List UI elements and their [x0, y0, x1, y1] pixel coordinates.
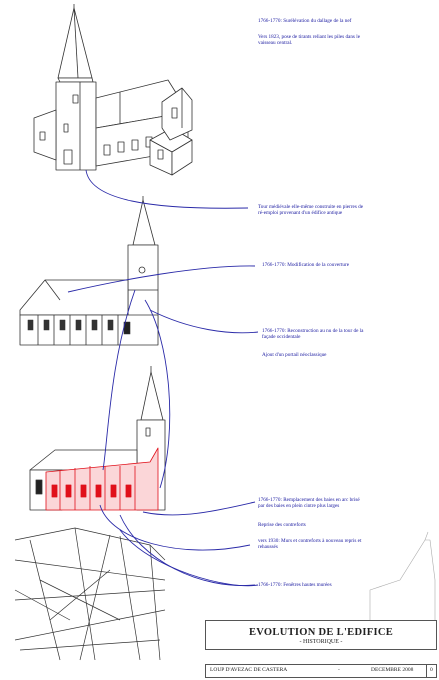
annotation-medieval-tower: Tour médiévale elle-même construite en p… — [258, 204, 433, 217]
annotation-text: Vers 1823, pose de tirants reliant les p… — [258, 34, 360, 40]
annotation-text: 1766-1770: Fenêtres hautes murées — [258, 582, 332, 588]
annotation-tie-rods: Vers 1823, pose de tirants reliant les p… — [258, 34, 433, 47]
sheet-title: EVOLUTION DE L'EDIFICE — [248, 627, 394, 638]
annotation-text: Ajout d'un portail néoclassique — [262, 352, 327, 358]
church-elevation-after — [29, 366, 166, 511]
footer-author: LOUP D'AVEZAC DE CASTERA — [210, 667, 288, 673]
annotation-window-replacement: 1766-1770: Remplacement des baies en arc… — [258, 497, 433, 510]
footer-date: DECEMBRE 2008 — [371, 667, 414, 673]
annotation-text: 1766-1770: Modification de la couverture — [262, 262, 350, 268]
annotation-text: vaisseau central. — [258, 40, 293, 47]
annotation-text: ré-emploi provenant d'un édifice antique — [258, 210, 343, 217]
footer-dash: - — [338, 667, 340, 673]
annotation-text: 1766-1770: Surélévation du dallage de la… — [258, 18, 352, 24]
footer-separator — [426, 665, 427, 677]
annotation-text: façade occidentale — [262, 334, 301, 341]
annotation-text: Reprise des contreforts — [258, 522, 306, 528]
sheet-subtitle: - HISTORIQUE - — [299, 639, 343, 645]
annotation-text: par des baies en plein cintre plus large… — [258, 503, 340, 510]
roof-truss-sketch — [14, 527, 166, 661]
annotation-buttresses: Reprise des contreforts — [258, 522, 433, 528]
annotation-walls-1930: vers 1930: Murs et contreforts à nouveau… — [258, 538, 433, 551]
annotation-text: rehaussés — [258, 544, 278, 551]
annotation-portal: Ajout d'un portail néoclassique — [262, 352, 432, 358]
annotation-roof-modification: 1766-1770: Modification de la couverture — [262, 262, 432, 268]
leader-lines — [67, 169, 259, 587]
church-elevation-before — [19, 196, 159, 346]
annotation-text: 1766-1770: Reconstruction au nu de la to… — [262, 328, 364, 334]
annotation-nef-floor: 1766-1770: Surélévation du dallage de la… — [258, 18, 433, 29]
annotation-facade-reconstruction: 1766-1770: Reconstruction au nu de la to… — [262, 328, 432, 341]
annotation-high-windows: 1766-1770: Fenêtres hautes murées — [258, 582, 433, 588]
church-axonometric-view — [33, 4, 193, 176]
church-silhouette — [369, 531, 436, 620]
footer-cartouche: LOUP D'AVEZAC DE CASTERA - DECEMBRE 2008… — [205, 664, 437, 678]
footer-code: 0 — [430, 667, 433, 673]
title-block: EVOLUTION DE L'EDIFICE - HISTORIQUE - — [205, 620, 437, 650]
annotation-text: vers 1930: Murs et contreforts à nouveau… — [258, 538, 362, 544]
annotation-text: 1766-1770: Remplacement des baies en arc… — [258, 497, 360, 503]
annotation-text: Tour médiévale elle-même construite en p… — [258, 204, 364, 210]
